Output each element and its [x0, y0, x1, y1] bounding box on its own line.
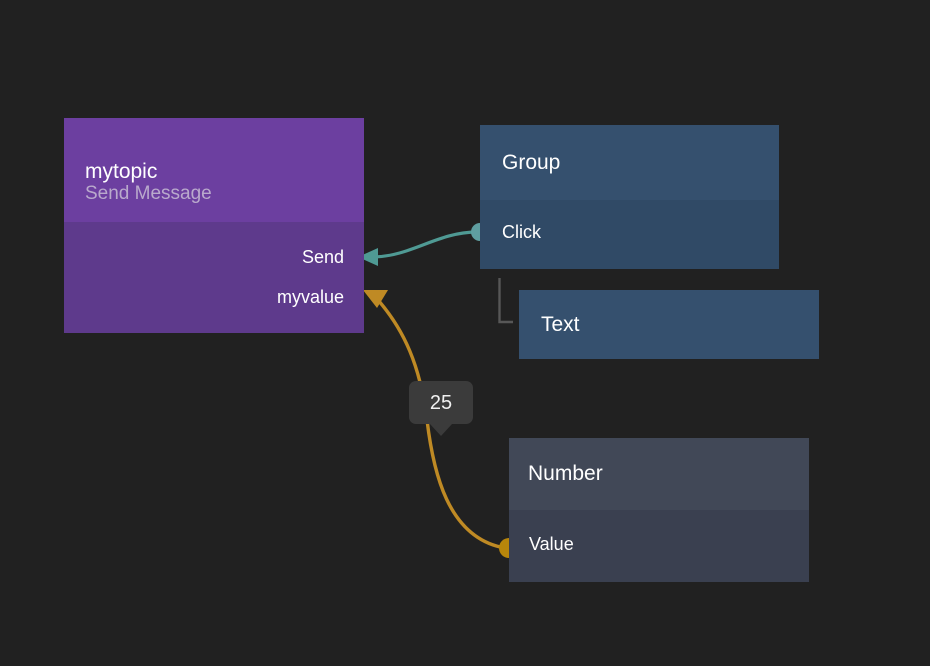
- node-group-title: Group: [502, 150, 561, 174]
- wire-value-badge: 25: [409, 381, 473, 436]
- node-mytopic-title: mytopic: [85, 159, 158, 183]
- wire-click-to-send: [370, 230, 479, 259]
- wire-value-badge-text: 25: [429, 391, 453, 414]
- node-number-body: Value: [509, 510, 809, 582]
- node-mytopic[interactable]: mytopic Send Message Send myvalue: [64, 118, 364, 333]
- node-mytopic-subtitle: Send Message: [85, 183, 212, 205]
- node-group-header: Group: [480, 125, 779, 200]
- node-group[interactable]: Group Click: [480, 125, 779, 269]
- port-mytopic-send[interactable]: Send: [301, 247, 344, 267]
- node-text[interactable]: Text: [519, 290, 819, 359]
- port-group-click[interactable]: Click: [502, 222, 541, 242]
- node-group-body: Click: [480, 200, 779, 269]
- wire-value-to-myvalue-arrowhead: [363, 290, 388, 308]
- node-text-header: Text: [519, 290, 819, 359]
- node-number-title: Number: [528, 462, 603, 486]
- port-mytopic-myvalue[interactable]: myvalue: [276, 287, 344, 307]
- node-mytopic-body: Send myvalue: [64, 222, 364, 333]
- node-number[interactable]: Number Value: [509, 438, 809, 582]
- wire-value-badge-pointer: [430, 424, 452, 436]
- node-number-header: Number: [509, 438, 809, 510]
- port-number-value[interactable]: Value: [529, 534, 574, 554]
- node-mytopic-header: mytopic Send Message: [64, 118, 364, 222]
- node-text-title: Text: [541, 312, 580, 336]
- bracket-text-node: [498, 278, 513, 324]
